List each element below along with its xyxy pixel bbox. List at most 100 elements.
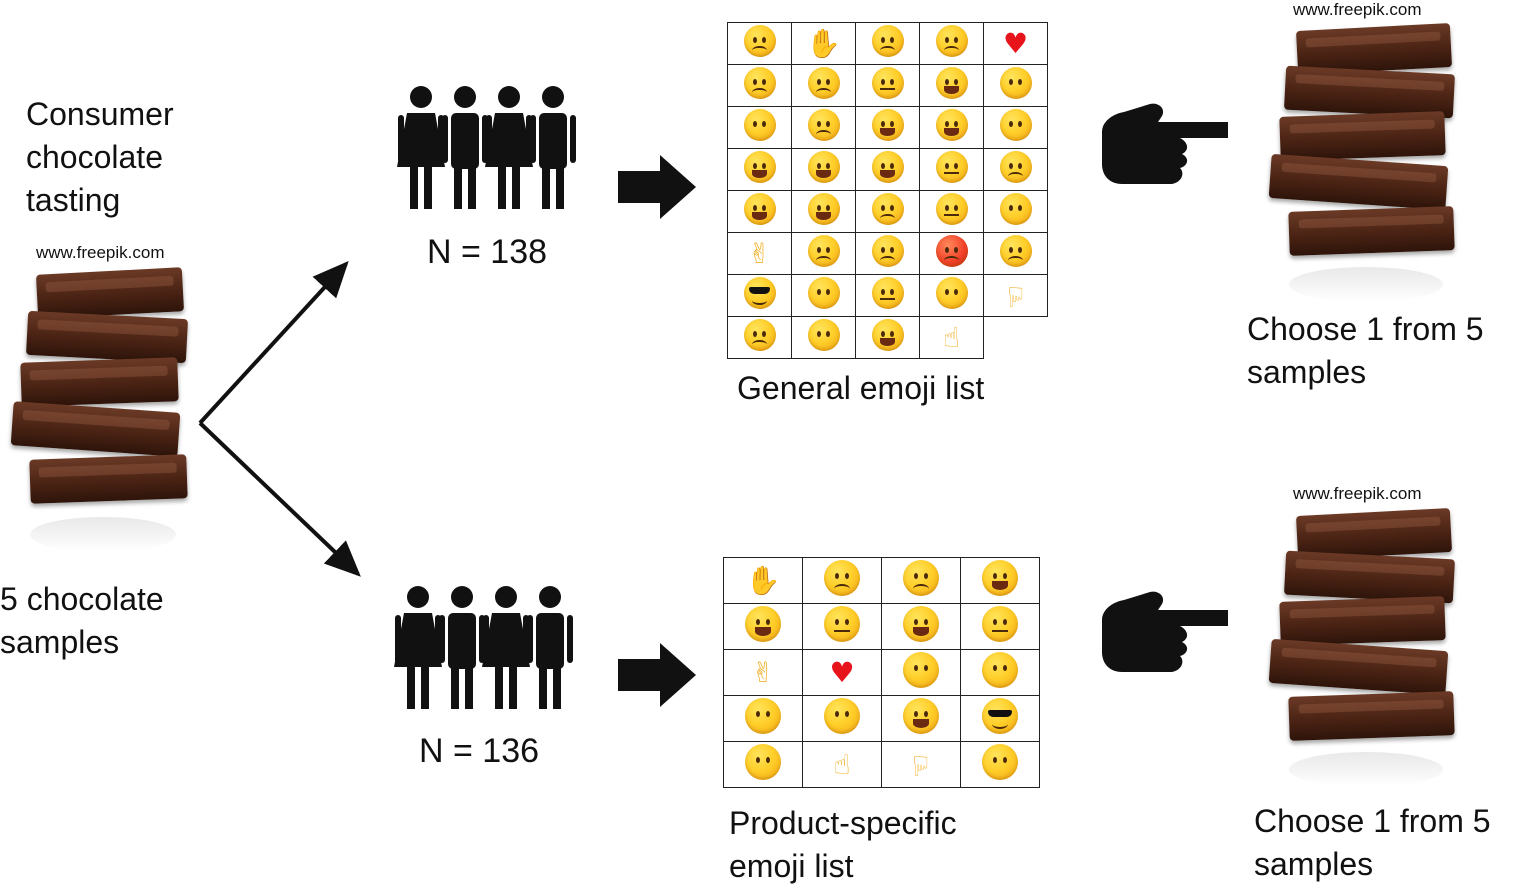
grinning-smiling-eyes-icon: [855, 316, 920, 359]
chocolate-piece: [36, 267, 185, 320]
pointing-hand-icon: [1102, 591, 1228, 672]
pensive-icon: [791, 232, 856, 275]
neutral-icon: [960, 603, 1040, 650]
smirking-icon: [723, 741, 803, 788]
grinning-icon: [727, 190, 792, 233]
smirking-icon: [983, 106, 1048, 149]
pouting-icon: [919, 232, 984, 275]
chocolate-piece: [1288, 691, 1456, 741]
empty-cell: [984, 317, 1048, 359]
emoji-row: ✌: [727, 232, 1048, 275]
crying-icon: [727, 64, 792, 107]
sunglasses-icon: [960, 695, 1040, 742]
relieved-icon: [881, 649, 961, 696]
chocolate-piece: [10, 401, 181, 458]
emoji-row: ☝☝: [723, 741, 1040, 788]
chocolate-piece: [1278, 110, 1446, 161]
clapping-hands-icon: ✋: [791, 22, 856, 65]
product-list-caption: Product-specific emoji list: [729, 802, 957, 888]
pointing-hand-icon: [1102, 103, 1228, 184]
beaming-icon: [791, 190, 856, 233]
chocolate-piece: [29, 454, 188, 505]
downcast-sweat-icon: [791, 106, 856, 149]
unamused-icon: [983, 148, 1048, 191]
screaming-in-fear-icon: [919, 64, 984, 107]
chocolate-piece: [1284, 65, 1456, 119]
emoji-row: [727, 64, 1048, 107]
emoji-row: ✋♥: [727, 22, 1048, 65]
sunglasses-icon: [727, 274, 792, 317]
squinting-tongue-icon: [919, 106, 984, 149]
reflection: [1289, 267, 1443, 303]
intro-line-1: Consumer: [26, 96, 174, 132]
intro-text: Consumer chocolate tasting: [26, 93, 174, 222]
loudly-crying-icon: [855, 190, 920, 233]
samples-line-2: samples: [0, 624, 120, 660]
branch-arrow-top: [198, 261, 349, 425]
people-group-icon: [397, 86, 576, 209]
relieved-icon: [791, 274, 856, 317]
emoji-row: ✌♥: [723, 649, 1040, 696]
expressionless-icon: [855, 64, 920, 107]
confounded-icon: [802, 557, 882, 604]
participant-count-bottom: N = 136: [419, 732, 540, 770]
red-heart-icon: ♥: [983, 22, 1048, 65]
product-caption-line-2: emoji list: [729, 848, 854, 884]
choice-line-2: samples: [1254, 846, 1374, 882]
chocolate-piece: [1284, 550, 1456, 604]
choice-line-2: samples: [1247, 354, 1367, 390]
tired-icon: [727, 316, 792, 359]
emoji-row: ✋: [723, 557, 1040, 604]
chocolate-stack-image: [10, 262, 194, 558]
emoji-row: [727, 148, 1048, 191]
right-arrow-icon: [618, 643, 696, 707]
choice-line-1: Choose 1 from 5: [1254, 803, 1491, 839]
thumbs-down-icon: ☝: [881, 741, 961, 788]
emoji-row: ☝: [727, 274, 1048, 317]
general-list-caption: General emoji list: [737, 370, 985, 406]
intro-line-2: chocolate: [26, 139, 163, 175]
product-emoji-grid: ✋ ✌♥ ☝☝: [723, 557, 1040, 788]
disappointed-icon: [791, 64, 856, 107]
winking-icon: [983, 190, 1048, 233]
ok-hand-icon: ✌: [727, 232, 792, 275]
smiling-eyes-icon: [791, 316, 856, 359]
flushed-icon: [855, 148, 920, 191]
smiling-eyes-icon: [802, 695, 882, 742]
credit-left: www.freepik.com: [36, 243, 165, 262]
branch-arrow-bottom: [198, 421, 361, 577]
winking-tongue-icon: [723, 603, 803, 650]
branch-arrows: [198, 261, 361, 577]
red-heart-icon: ♥: [802, 649, 882, 696]
confounded-icon: [855, 22, 920, 65]
emoji-row: [727, 106, 1048, 149]
ok-hand-icon: ✌: [723, 649, 803, 696]
grimacing-icon: [802, 603, 882, 650]
tongue-out-icon: [855, 106, 920, 149]
thumbs-down-icon: ☝: [983, 274, 1048, 317]
samples-text: 5 chocolate samples: [0, 578, 164, 664]
emoji-row: [723, 603, 1040, 650]
heart-eyes-icon: [723, 695, 803, 742]
tongue-out-icon: [960, 557, 1040, 604]
emoji-row: ☝: [727, 316, 1048, 359]
chocolate-piece: [1268, 153, 1448, 210]
weary-icon: [983, 232, 1048, 275]
beaming-icon: [881, 695, 961, 742]
chocolate-stack-image: [1268, 18, 1462, 308]
thumbs-up-icon: ☝: [919, 316, 984, 359]
smiling-icon: [919, 274, 984, 317]
chocolate-piece: [1268, 638, 1448, 695]
credit-right-top: www.freepik.com: [1293, 0, 1422, 19]
sleeping-icon: [855, 274, 920, 317]
choice-line-1: Choose 1 from 5: [1247, 311, 1484, 347]
confused-icon: [881, 557, 961, 604]
chocolate-piece: [20, 356, 179, 407]
blowing-kiss-icon: [727, 106, 792, 149]
people-group-icon: [394, 586, 573, 709]
credit-right-bottom: www.freepik.com: [1293, 484, 1422, 503]
confused-icon: [919, 22, 984, 65]
emoji-row: [723, 695, 1040, 742]
heart-eyes-icon: [983, 64, 1048, 107]
choice-text-top: Choose 1 from 5 samples: [1247, 308, 1484, 394]
